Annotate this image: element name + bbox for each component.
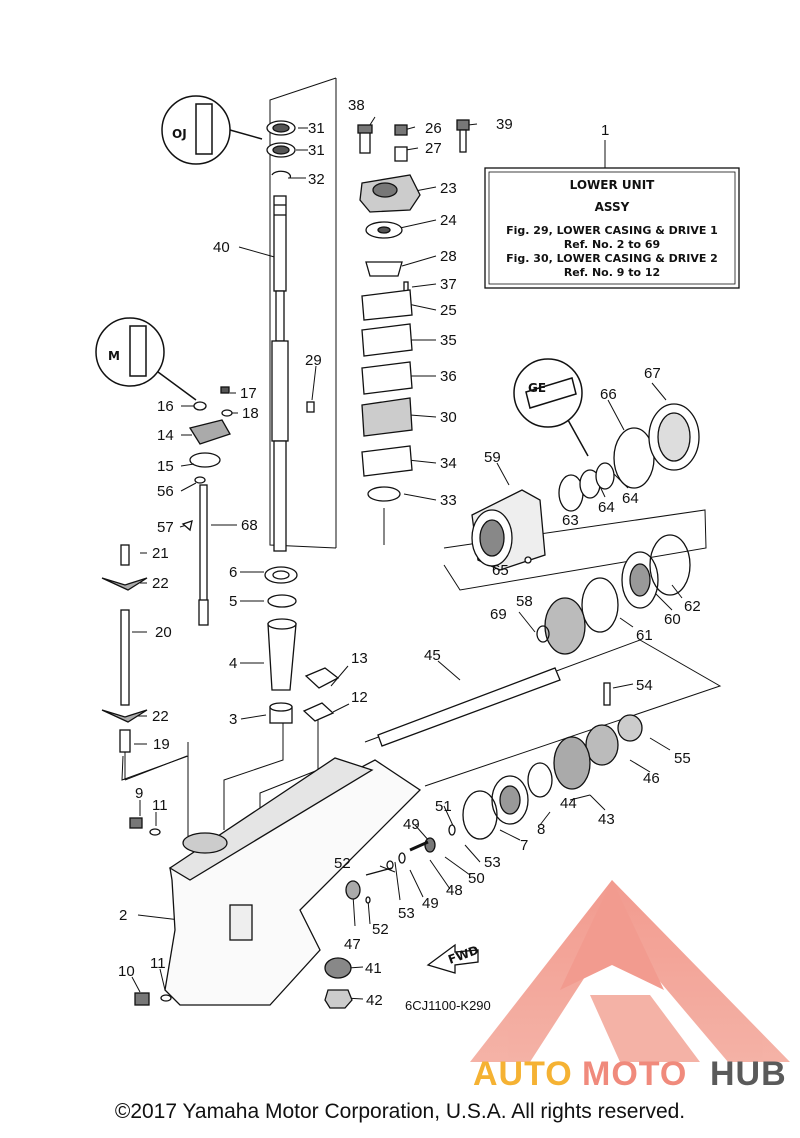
label-65: 65 — [492, 562, 509, 579]
label-62: 62 — [684, 598, 701, 615]
label-52a: 52 — [334, 855, 351, 872]
lube-symbol-oj: OJ — [172, 127, 187, 141]
label-20: 20 — [155, 624, 172, 641]
label-61: 61 — [636, 627, 653, 644]
label-7: 7 — [520, 837, 528, 854]
label-43: 43 — [598, 811, 615, 828]
label-24: 24 — [440, 212, 457, 229]
label-36: 36 — [440, 368, 457, 385]
lubricant-callouts — [95, 95, 589, 457]
label-1: 1 — [601, 122, 609, 139]
label-10: 10 — [118, 963, 135, 980]
label-14: 14 — [157, 427, 174, 444]
label-55: 55 — [674, 750, 691, 767]
label-52b: 52 — [372, 921, 389, 938]
label-31b: 31 — [308, 142, 325, 159]
label-46: 46 — [643, 770, 660, 787]
label-8: 8 — [537, 821, 545, 838]
label-67: 67 — [644, 365, 661, 382]
label-40: 40 — [213, 239, 230, 256]
label-69: 69 — [490, 606, 507, 623]
label-39: 39 — [496, 116, 513, 133]
label-58: 58 — [516, 593, 533, 610]
svg-text:HUB: HUB — [710, 1055, 787, 1093]
label-17: 17 — [240, 385, 257, 402]
label-64b: 64 — [622, 490, 639, 507]
label-4: 4 — [229, 655, 237, 672]
label-26: 26 — [425, 120, 442, 137]
label-18: 18 — [242, 405, 259, 422]
label-53a: 53 — [484, 854, 501, 871]
info-box-line-3: Fig. 30, LOWER CASING & DRIVE 2 — [506, 252, 718, 265]
info-box: 1 LOWER UNIT ASSY Fig. 29, LOWER CASING … — [484, 122, 740, 289]
label-15: 15 — [157, 458, 174, 475]
label-51: 51 — [435, 798, 452, 815]
label-68: 68 — [241, 517, 258, 534]
info-box-line-2: Ref. No. 2 to 69 — [564, 238, 660, 251]
label-44: 44 — [560, 795, 577, 812]
label-13: 13 — [351, 650, 368, 667]
label-66: 66 — [600, 386, 617, 403]
label-45: 45 — [424, 647, 441, 664]
label-63: 63 — [562, 512, 579, 529]
info-box-line-1: Fig. 29, LOWER CASING & DRIVE 1 — [506, 224, 718, 237]
label-37: 37 — [440, 276, 457, 293]
svg-text:AUTO: AUTO — [473, 1055, 573, 1093]
svg-text:MOTO: MOTO — [582, 1055, 687, 1093]
lube-symbol-m: M — [108, 349, 120, 363]
label-22b: 22 — [152, 708, 169, 725]
label-49a: 49 — [403, 816, 420, 833]
label-50: 50 — [468, 870, 485, 887]
label-3: 3 — [229, 711, 237, 728]
label-11b: 11 — [150, 955, 166, 972]
label-16: 16 — [157, 398, 174, 415]
label-28: 28 — [440, 248, 457, 265]
label-47: 47 — [344, 936, 361, 953]
label-49b: 49 — [422, 895, 439, 912]
label-35: 35 — [440, 332, 457, 349]
label-6: 6 — [229, 564, 237, 581]
diagram-code: 6CJ1100-K290 — [405, 998, 491, 1013]
label-56: 56 — [157, 483, 174, 500]
label-5: 5 — [229, 593, 237, 610]
watermark-text: AUTO MOTO HUB — [473, 1055, 787, 1093]
label-60: 60 — [664, 611, 681, 628]
label-31a: 31 — [308, 120, 325, 137]
info-box-line-4: Ref. No. 9 to 12 — [564, 266, 660, 279]
label-11a: 11 — [152, 797, 168, 814]
label-27: 27 — [425, 140, 442, 157]
label-19: 19 — [153, 736, 170, 753]
label-30: 30 — [440, 409, 457, 426]
label-25: 25 — [440, 302, 457, 319]
watermark-logo — [470, 880, 790, 1062]
label-34: 34 — [440, 455, 457, 472]
label-12: 12 — [351, 689, 368, 706]
label-38: 38 — [348, 97, 365, 114]
copyright-notice: ©2017 Yamaha Motor Corporation, U.S.A. A… — [114, 1100, 686, 1123]
label-57: 57 — [157, 519, 174, 536]
label-23: 23 — [440, 180, 457, 197]
label-29: 29 — [305, 352, 322, 369]
part-labels: 31 31 32 40 29 38 26 39 27 23 24 28 37 2… — [118, 97, 701, 1009]
label-32: 32 — [308, 171, 325, 188]
info-box-subtitle: ASSY — [595, 200, 630, 214]
label-9: 9 — [135, 785, 143, 802]
label-54: 54 — [636, 677, 653, 694]
label-41: 41 — [365, 960, 382, 977]
info-box-title: LOWER UNIT — [570, 178, 656, 192]
label-42: 42 — [366, 992, 383, 1009]
label-53b: 53 — [398, 905, 415, 922]
label-22a: 22 — [152, 575, 169, 592]
label-64a: 64 — [598, 499, 615, 516]
label-59: 59 — [484, 449, 501, 466]
label-21: 21 — [152, 545, 169, 562]
label-48: 48 — [446, 882, 463, 899]
lube-symbol-ge: GE — [528, 381, 546, 395]
label-2: 2 — [119, 907, 127, 924]
label-33: 33 — [440, 492, 457, 509]
